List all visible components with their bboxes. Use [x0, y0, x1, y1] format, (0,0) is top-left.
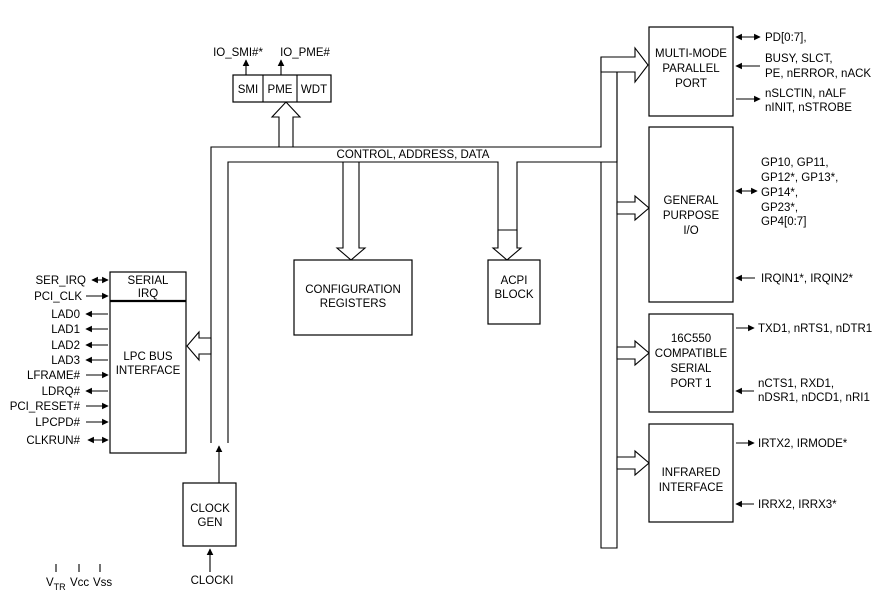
gp-line-3: GP14*,: [761, 187, 798, 199]
parallel-line-2: PARALLEL: [662, 63, 720, 75]
ir-in-label: IRRX2, IRRX3*: [758, 499, 837, 511]
acpi-label-line-1: ACPI: [501, 275, 528, 287]
bus-arrow-config: [335, 161, 367, 261]
serial-line-2: COMPATIBLE: [655, 348, 728, 360]
clock-gen-line-2: GEN: [198, 517, 223, 529]
ser-irq-label: SER_IRQ: [36, 275, 87, 287]
clock-gen-block: CLOCK GEN CLOCKI: [182, 445, 237, 587]
serial-line-1: 16C550: [671, 333, 711, 345]
bus-arrow-infrared: [616, 449, 650, 477]
bus-arrow-lpc: [186, 330, 212, 362]
serial-line-3: SERIAL: [671, 363, 713, 375]
lad1-label: LAD1: [51, 324, 80, 336]
lframe-label: LFRAME#: [27, 370, 81, 382]
infrared-line-1: INFRARED: [662, 467, 721, 479]
pme-label: PME: [268, 84, 293, 96]
gpio-line-3: I/O: [683, 225, 698, 237]
bus-arrow-serial: [616, 339, 650, 367]
pci-reset-label: PCI_RESET#: [10, 401, 81, 413]
lpc-label-line-2: INTERFACE: [116, 365, 181, 377]
power-pins: VTR Vcc Vss: [46, 564, 112, 592]
parallel-line-1: MULTI-MODE: [655, 48, 727, 60]
gp-line-4: GP23*,: [761, 202, 798, 214]
lpc-bus-block: SERIAL IRQ LPC BUS INTERFACE: [109, 271, 187, 454]
io-smi-label: IO_SMI#*: [213, 47, 263, 59]
gp-line-2: GP12*, GP13*,: [761, 172, 838, 184]
serial-port-block: 16C550 COMPATIBLE SERIAL PORT 1 TXD1, nR…: [648, 313, 872, 413]
irqin-label: IRQIN1*, IRQIN2*: [761, 273, 854, 285]
clkrun-label: CLKRUN#: [26, 435, 80, 447]
bus-label: CONTROL, ADDRESS, DATA: [337, 149, 490, 161]
bus-arrow-acpi: [491, 229, 523, 261]
lpc-signals: SER_IRQ PCI_CLK LAD0 LAD1 LAD2 LAD3 LFRA…: [10, 275, 109, 447]
gpio-line-1: GENERAL: [664, 195, 720, 207]
bus-arrow-parallel: [600, 46, 649, 84]
serial-irq-line-2: IRQ: [138, 288, 159, 300]
lpc-label-line-1: LPC BUS: [123, 351, 173, 363]
pci-clk-label: PCI_CLK: [34, 291, 82, 303]
acpi-block: ACPI BLOCK: [487, 259, 541, 325]
gp-line-5: GP4[0:7]: [761, 216, 806, 228]
parallel-in-line-2: PE, nERROR, nACK: [765, 68, 871, 80]
lad0-label: LAD0: [51, 309, 80, 321]
io-pme-label: IO_PME#: [280, 47, 330, 59]
parallel-out-line-1: nSLCTIN, nALF: [765, 88, 846, 100]
clocki-label: CLOCKI: [191, 575, 234, 587]
infrared-block: INFRARED INTERFACE IRTX2, IRMODE* IRRX2,…: [648, 423, 848, 523]
serial-line-4: PORT 1: [670, 378, 711, 390]
ir-out-label: IRTX2, IRMODE*: [758, 438, 848, 450]
serial-in-line-1: nCTS1, RXD1,: [758, 378, 834, 390]
lpcpd-label: LPCPD#: [35, 417, 80, 429]
configuration-registers-block: CONFIGURATION REGISTERS: [293, 259, 413, 336]
vcc-label: Vcc: [70, 577, 89, 589]
lad3-label: LAD3: [51, 355, 80, 367]
smi-pme-wdt-block: SMI PME WDT IO_SMI#* IO_PME#: [213, 47, 332, 103]
vtr-label: VTR: [46, 577, 66, 592]
config-label-line-2: REGISTERS: [320, 298, 387, 310]
bus-arrow-pme: [270, 101, 302, 148]
bus-arrow-gpio: [616, 194, 650, 222]
gp-line-1: GP10, GP11,: [761, 157, 829, 169]
vss-label: Vss: [93, 577, 112, 589]
infrared-line-2: INTERFACE: [659, 482, 724, 494]
config-label-line-1: CONFIGURATION: [305, 284, 401, 296]
pd-label: PD[0:7],: [765, 32, 807, 44]
wdt-label: WDT: [301, 84, 327, 96]
internal-bus: [210, 57, 618, 549]
serial-in-line-2: nDSR1, nDCD1, nRI1: [758, 392, 870, 404]
parallel-in-line-1: BUSY, SLCT,: [765, 53, 833, 65]
parallel-port-block: MULTI-MODE PARALLEL PORT PD[0:7], BUSY, …: [648, 26, 871, 117]
smi-label: SMI: [238, 84, 258, 96]
ldrq-label: LDRQ#: [42, 386, 81, 398]
acpi-label-line-2: BLOCK: [495, 289, 534, 301]
parallel-line-3: PORT: [675, 78, 707, 90]
parallel-out-line-2: nINIT, nSTROBE: [765, 102, 852, 114]
clock-gen-line-1: CLOCK: [190, 503, 230, 515]
serial-irq-line-1: SERIAL: [128, 275, 170, 287]
lad2-label: LAD2: [51, 340, 80, 352]
gpio-block: GENERAL PURPOSE I/O GP10, GP11, GP12*, G…: [648, 126, 854, 303]
serial-out-label: TXD1, nRTS1, nDTR1: [758, 323, 872, 335]
gpio-line-2: PURPOSE: [663, 210, 720, 222]
